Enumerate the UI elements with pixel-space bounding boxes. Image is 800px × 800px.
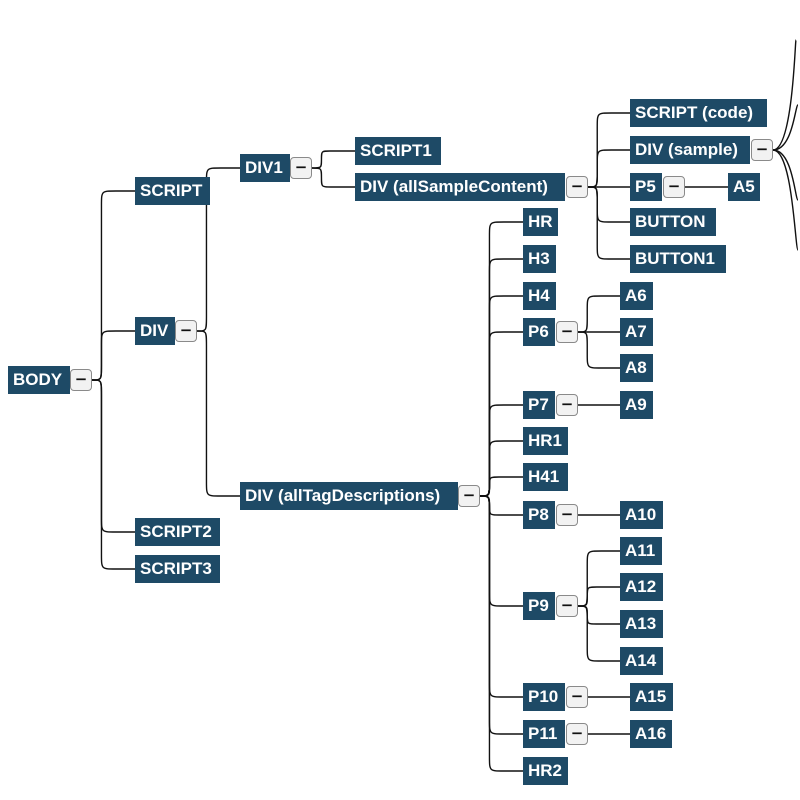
collapse-p10-button[interactable]: − [566,686,588,708]
collapse-div-button[interactable]: − [175,320,197,342]
node-h41[interactable]: H41 [523,463,568,491]
node-p11[interactable]: P11 [523,720,565,748]
node-a9[interactable]: A9 [620,391,653,419]
node-a8[interactable]: A8 [620,354,653,382]
node-p6[interactable]: P6 [523,318,555,346]
node-script1[interactable]: SCRIPT1 [355,137,441,165]
node-p7[interactable]: P7 [523,391,555,419]
node-button1[interactable]: BUTTON1 [630,245,726,273]
collapse-p8-button[interactable]: − [556,504,578,526]
connector-div-sample-offscreen-1 [772,39,797,151]
collapse-div-sample-button[interactable]: − [751,139,773,161]
node-hr1[interactable]: HR1 [523,427,568,455]
connector-div_alltag-p9 [479,495,523,607]
connector-div_allsample-button [587,186,630,223]
connector-body-script [91,190,135,381]
node-p10[interactable]: P10 [523,683,565,711]
connector-div_alltag-h4 [479,295,523,497]
connector-div_alltag-h41 [479,476,523,497]
collapse-p7-button[interactable]: − [556,394,578,416]
node-script-code[interactable]: SCRIPT (code) [630,99,767,127]
node-a11[interactable]: A11 [620,537,662,565]
collapse-p11-button[interactable]: − [566,723,588,745]
node-div-sample[interactable]: DIV (sample) [630,136,750,164]
connector-p9-a11 [577,550,620,607]
collapse-div-allsamplecontent-button[interactable]: − [566,176,588,198]
node-p8[interactable]: P8 [523,501,555,529]
node-div-allsamplecontent[interactable]: DIV (allSampleContent) [355,173,565,201]
collapse-p6-button[interactable]: − [556,321,578,343]
connector-div-sample-offscreen-4 [772,149,799,251]
node-a15[interactable]: A15 [630,683,673,711]
node-div1[interactable]: DIV1 [240,154,290,182]
connector-div_alltag-hr2 [479,495,523,772]
collapse-div1-button[interactable]: − [290,157,312,179]
connector-div1-div_allsample [311,167,355,188]
connector-div_alltag-p7 [479,404,523,497]
connector-p9-a13 [577,605,620,625]
node-div[interactable]: DIV [135,317,175,345]
node-p9[interactable]: P9 [523,592,555,620]
node-script3[interactable]: SCRIPT3 [135,555,220,583]
node-a13[interactable]: A13 [620,610,663,638]
connector-div_alltag-p11 [479,495,523,735]
node-a16[interactable]: A16 [630,720,672,748]
connector-div_alltag-p8 [479,495,523,516]
node-script[interactable]: SCRIPT [135,177,210,205]
node-hr2[interactable]: HR2 [523,757,568,785]
connector-div_alltag-hr [479,221,523,497]
connector-body-div [91,330,135,381]
connector-div_alltag-p6 [479,331,523,497]
node-h3[interactable]: H3 [523,245,556,273]
connector-p9-a14 [577,605,620,662]
connector-p6-a6 [577,295,620,333]
collapse-p9-button[interactable]: − [556,595,578,617]
connector-p9-a12 [577,586,620,607]
connector-div-sample-offscreen-3 [772,149,799,201]
connector-div_alltag-p10 [479,495,523,698]
node-a14[interactable]: A14 [620,647,663,675]
connector-div-div_alltag [196,330,240,497]
connector-div_allsample-button1 [587,186,630,260]
connector-div1-script1 [311,150,355,169]
collapse-body-button[interactable]: − [70,369,92,391]
node-a12[interactable]: A12 [620,573,663,601]
node-a6[interactable]: A6 [620,282,653,310]
connector-div-sample-offscreen-2 [772,104,799,151]
connector-body-script3 [91,379,135,570]
connector-body-script2 [91,379,135,533]
collapse-div-alltagdescriptions-button[interactable]: − [458,485,480,507]
node-button[interactable]: BUTTON [630,208,716,236]
node-p5[interactable]: P5 [630,173,662,201]
node-body[interactable]: BODY [8,366,70,394]
node-a7[interactable]: A7 [620,318,653,346]
connector-p6-a8 [577,331,620,369]
node-a10[interactable]: A10 [620,501,663,529]
node-script2[interactable]: SCRIPT2 [135,518,220,546]
connector-div_alltag-hr1 [479,440,523,497]
connector-div_alltag-h3 [479,258,523,497]
node-div-alltagdescriptions[interactable]: DIV (allTagDescriptions) [240,482,458,510]
connector-div_allsample-div_sample [587,149,630,188]
node-hr[interactable]: HR [523,208,558,236]
node-h4[interactable]: H4 [523,282,556,310]
collapse-p5-button[interactable]: − [663,176,685,198]
node-a5[interactable]: A5 [728,173,760,201]
